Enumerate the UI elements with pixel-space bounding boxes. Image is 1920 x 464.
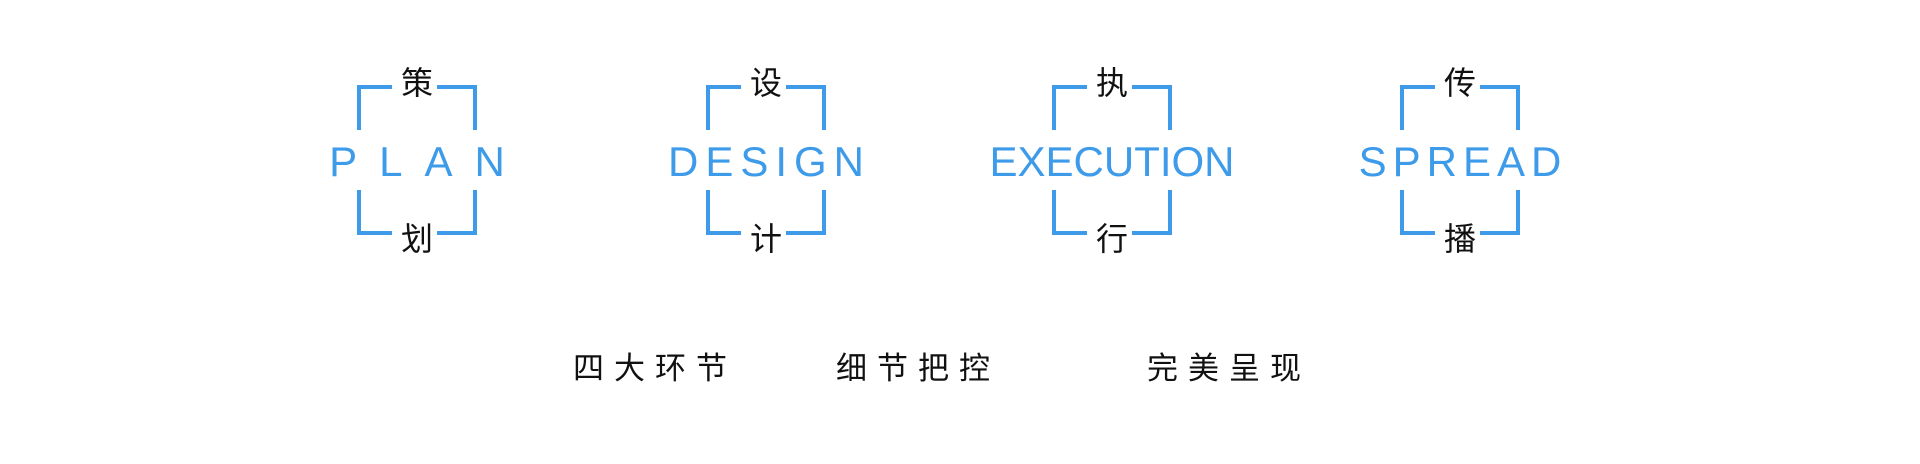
bracket: [357, 85, 361, 130]
bracket: [1480, 231, 1520, 235]
bracket: [357, 231, 392, 235]
bracket: [437, 231, 477, 235]
tagline-perfect-presentation: 完美呈现: [1147, 351, 1311, 386]
bracket: [1400, 190, 1404, 235]
bracket: [1480, 85, 1520, 89]
block-bottom-char: 播: [1443, 221, 1476, 257]
bracket: [1052, 231, 1087, 235]
bracket: [706, 85, 741, 89]
bracket: [706, 231, 741, 235]
bracket: [1168, 85, 1172, 130]
block-english-title: DESIGN: [667, 138, 872, 185]
block-top-char: 设: [749, 65, 782, 101]
block-bottom-char: 行: [1095, 221, 1128, 257]
block-design: 设 DESIGN 计: [668, 65, 864, 257]
bracket: [786, 85, 826, 89]
bracket: [1516, 85, 1520, 130]
block-english-title: SPREAD: [1358, 138, 1568, 185]
block-top-char: 策: [400, 65, 433, 101]
bracket: [437, 85, 477, 89]
bracket: [1052, 85, 1056, 130]
block-bottom-char: 划: [400, 221, 433, 257]
bracket: [357, 190, 361, 235]
bracket: [357, 85, 392, 89]
bracket: [1400, 85, 1435, 89]
bracket: [1132, 231, 1172, 235]
block-english-title: PLAN: [329, 138, 527, 185]
bracket: [1052, 190, 1056, 235]
block-plan: 策 PLAN 划: [329, 65, 505, 257]
block-spread: 传 SPREAD 播: [1359, 65, 1562, 257]
bracket: [1516, 190, 1520, 235]
bracket: [822, 85, 826, 130]
block-english-title: EXECUTION: [989, 138, 1235, 185]
bracket: [1400, 231, 1435, 235]
tagline-detail-control: 细节把控: [836, 351, 1000, 386]
bracket: [1168, 190, 1172, 235]
bracket: [822, 190, 826, 235]
tagline-four-stages: 四大环节: [573, 351, 737, 386]
bracket: [706, 190, 710, 235]
bracket: [473, 85, 477, 130]
bracket: [1052, 85, 1087, 89]
block-top-char: 传: [1443, 65, 1476, 101]
block-top-char: 执: [1095, 65, 1128, 101]
bracket: [473, 190, 477, 235]
bracket: [786, 231, 826, 235]
block-bottom-char: 计: [749, 221, 782, 257]
bracket: [1132, 85, 1172, 89]
block-execution: 执 EXECUTION 行: [989, 65, 1234, 257]
bracket: [706, 85, 710, 130]
bracket: [1400, 85, 1404, 130]
